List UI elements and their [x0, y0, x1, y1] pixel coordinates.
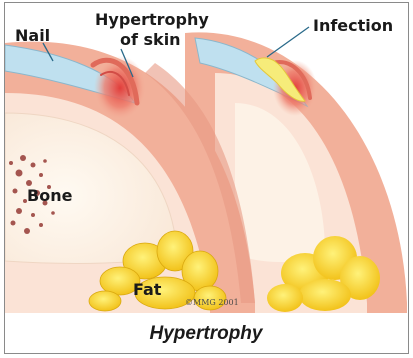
figure-frame: Nail Hypertrophy of skin Infection Bone … [4, 2, 409, 354]
label-bone: Bone [27, 186, 73, 205]
label-infection: Infection [313, 16, 393, 35]
infection-leader-line [267, 27, 309, 57]
copyright-notice: ©MMG 2001 [185, 298, 239, 307]
label-of-skin: of skin [120, 30, 181, 49]
label-fat: Fat [133, 280, 162, 299]
figure-caption: Hypertrophy [150, 323, 263, 345]
caption-band: Hypertrophy [5, 315, 407, 353]
label-hypertrophy: Hypertrophy [95, 10, 209, 29]
ingrown-toenail-illustration: Nail Hypertrophy of skin Infection Bone … [5, 3, 407, 313]
label-nail: Nail [15, 26, 50, 45]
